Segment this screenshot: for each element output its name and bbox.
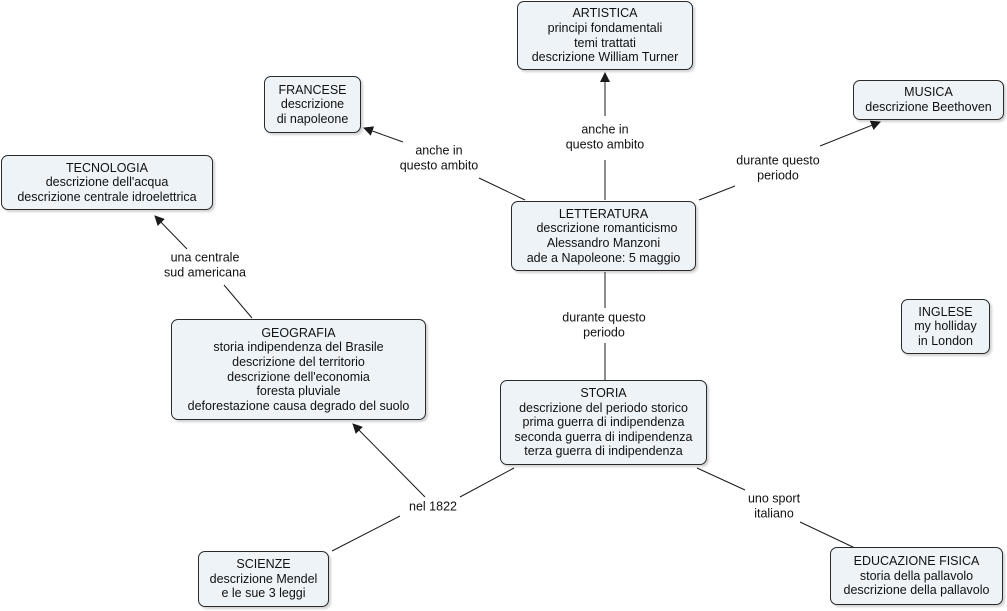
- node-storia[interactable]: STORIA descrizione del periodo storico p…: [500, 380, 707, 465]
- link-arrow-storia-geografia: [352, 423, 426, 498]
- link-line-geografia-tecnologia: [223, 284, 253, 319]
- link-line-sport-educazione: [799, 521, 856, 549]
- link-arrow-letteratura-musica: [819, 120, 881, 147]
- link-arrow-letteratura-francese: [363, 126, 404, 143]
- link-label-letteratura-musica: durante questo periodo: [734, 152, 822, 184]
- link-label-storia-educazione: uno sport italiano: [745, 490, 803, 522]
- node-tecnologia[interactable]: TECNOLOGIA descrizione dell'acqua descri…: [1, 155, 213, 210]
- link-line-nel1822-scienze: [331, 515, 401, 552]
- node-letteratura[interactable]: LETTERATURA descrizione romanticismo Ale…: [511, 201, 696, 271]
- node-musica[interactable]: MUSICA descrizione Beethoven: [853, 80, 1004, 120]
- node-inglese[interactable]: INGLESE my holliday in London: [901, 299, 990, 354]
- node-francese[interactable]: FRANCESE descrizione di napoleone: [264, 76, 361, 133]
- link-line-storia-nel1822: [459, 467, 515, 498]
- node-scienze[interactable]: SCIENZE descrizione Mendel e le sue 3 le…: [198, 551, 329, 607]
- link-label-letteratura-francese: anche in questo ambito: [397, 142, 481, 174]
- node-educazione-fisica[interactable]: EDUCAZIONE FISICA storia della pallavolo…: [830, 547, 1003, 605]
- link-label-letteratura-storia: durante questo periodo: [560, 309, 648, 341]
- link-line-letteratura-francese: [478, 177, 526, 201]
- link-line-letteratura-musica: [698, 185, 736, 201]
- link-label-letteratura-artistica: anche in questo ambito: [563, 121, 647, 153]
- node-artistica[interactable]: ARTISTICA principi fondamentali temi tra…: [517, 1, 693, 70]
- link-line-storia-sport: [696, 467, 746, 491]
- link-label-storia-geografia: nel 1822: [407, 498, 459, 516]
- link-arrow-geografia-tecnologia: [154, 215, 188, 250]
- node-geografia[interactable]: GEOGRAFIA storia indipendenza del Brasil…: [171, 319, 426, 420]
- link-label-geografia-tecnologia: una centrale sud americana: [162, 249, 248, 281]
